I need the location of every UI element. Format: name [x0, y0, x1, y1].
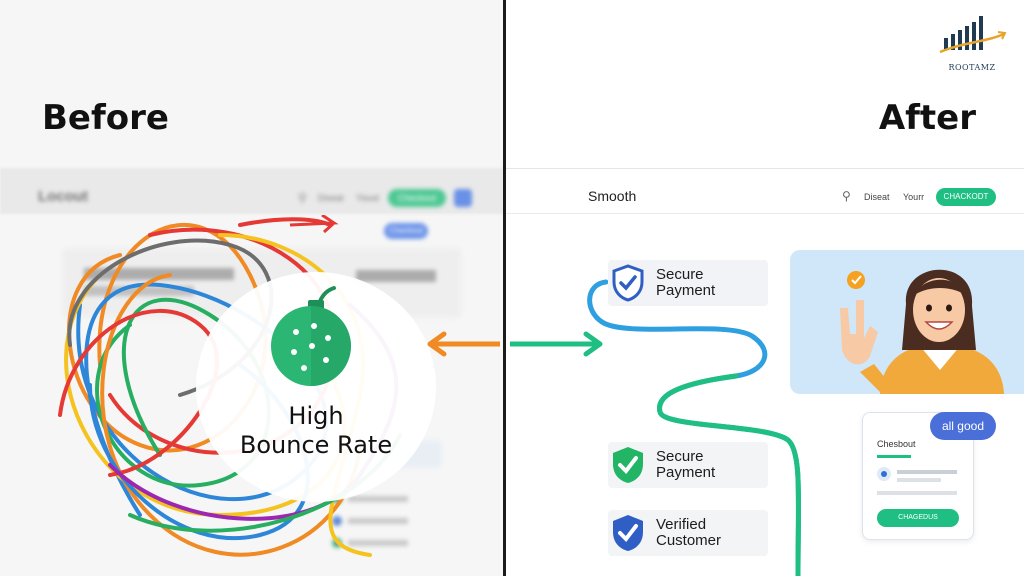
before-blurred-text	[84, 268, 234, 280]
before-list-line	[348, 496, 408, 502]
check-badge-icon	[608, 442, 648, 488]
before-list-line	[348, 540, 408, 546]
bounce-rate-line-2: Bounce Rate	[239, 431, 393, 459]
happy-customer-illustration	[840, 269, 1004, 394]
before-list-dot	[332, 516, 342, 526]
search-icon[interactable]: ⚲	[298, 191, 307, 205]
before-panel: Before Locout ⚲ Diseat Yioud Checkout Ch…	[0, 0, 504, 576]
before-heading: Before	[42, 98, 169, 138]
before-nav-item-2[interactable]: Yioud	[356, 193, 379, 203]
heart-icon	[877, 467, 891, 481]
after-nav-item-1[interactable]: Diseat	[864, 192, 890, 202]
feature-label: Secure Payment	[656, 448, 716, 481]
feature-secure-payment-2: Secure Payment	[608, 442, 768, 488]
after-nav-item-2[interactable]: Yourr	[903, 192, 925, 202]
feature-secure-payment-1: Secure Payment	[608, 260, 768, 306]
search-icon[interactable]: ⚲	[842, 189, 851, 203]
feature-label: Secure Payment	[656, 266, 716, 299]
feature-verified-customer: Verified Customer	[608, 510, 768, 556]
before-checkout-button[interactable]: Checkout	[388, 189, 446, 207]
before-app-title: Locout	[38, 188, 88, 205]
feature-label: Verified Customer	[656, 516, 722, 549]
shield-check-icon	[608, 510, 648, 556]
brand-name: ROOTAMZ	[948, 63, 996, 72]
bounce-rate-line-1: High	[288, 402, 344, 430]
bounce-rate-label: High Bounce Rate	[196, 402, 436, 460]
mockup-button[interactable]: CHAGEDUS	[877, 509, 959, 527]
after-heading: After	[878, 98, 976, 138]
before-list-line	[348, 518, 408, 524]
brand-logo: ROOTAMZ	[934, 12, 1010, 72]
route-path	[587, 279, 802, 576]
after-checkout-button[interactable]: CHACKODT	[936, 188, 996, 206]
chat-bubble: all good	[930, 412, 996, 440]
happy-customer	[790, 250, 1024, 394]
panel-divider	[503, 0, 506, 576]
mockup-line	[897, 478, 941, 482]
mockup-underline	[877, 455, 911, 458]
after-app-title: Smooth	[588, 188, 637, 204]
before-blurred-text	[356, 270, 436, 282]
cart-icon[interactable]	[454, 189, 472, 207]
mockup-title: Chesbout	[877, 439, 916, 449]
before-mid-button[interactable]: Checkout	[384, 223, 428, 239]
shield-check-icon	[608, 260, 648, 306]
mockup-line	[877, 491, 957, 495]
before-nav-item-1[interactable]: Diseat	[318, 193, 344, 203]
mockup-line	[897, 470, 957, 474]
bomb-icon	[271, 286, 351, 386]
logo-bars-icon	[939, 16, 1007, 54]
